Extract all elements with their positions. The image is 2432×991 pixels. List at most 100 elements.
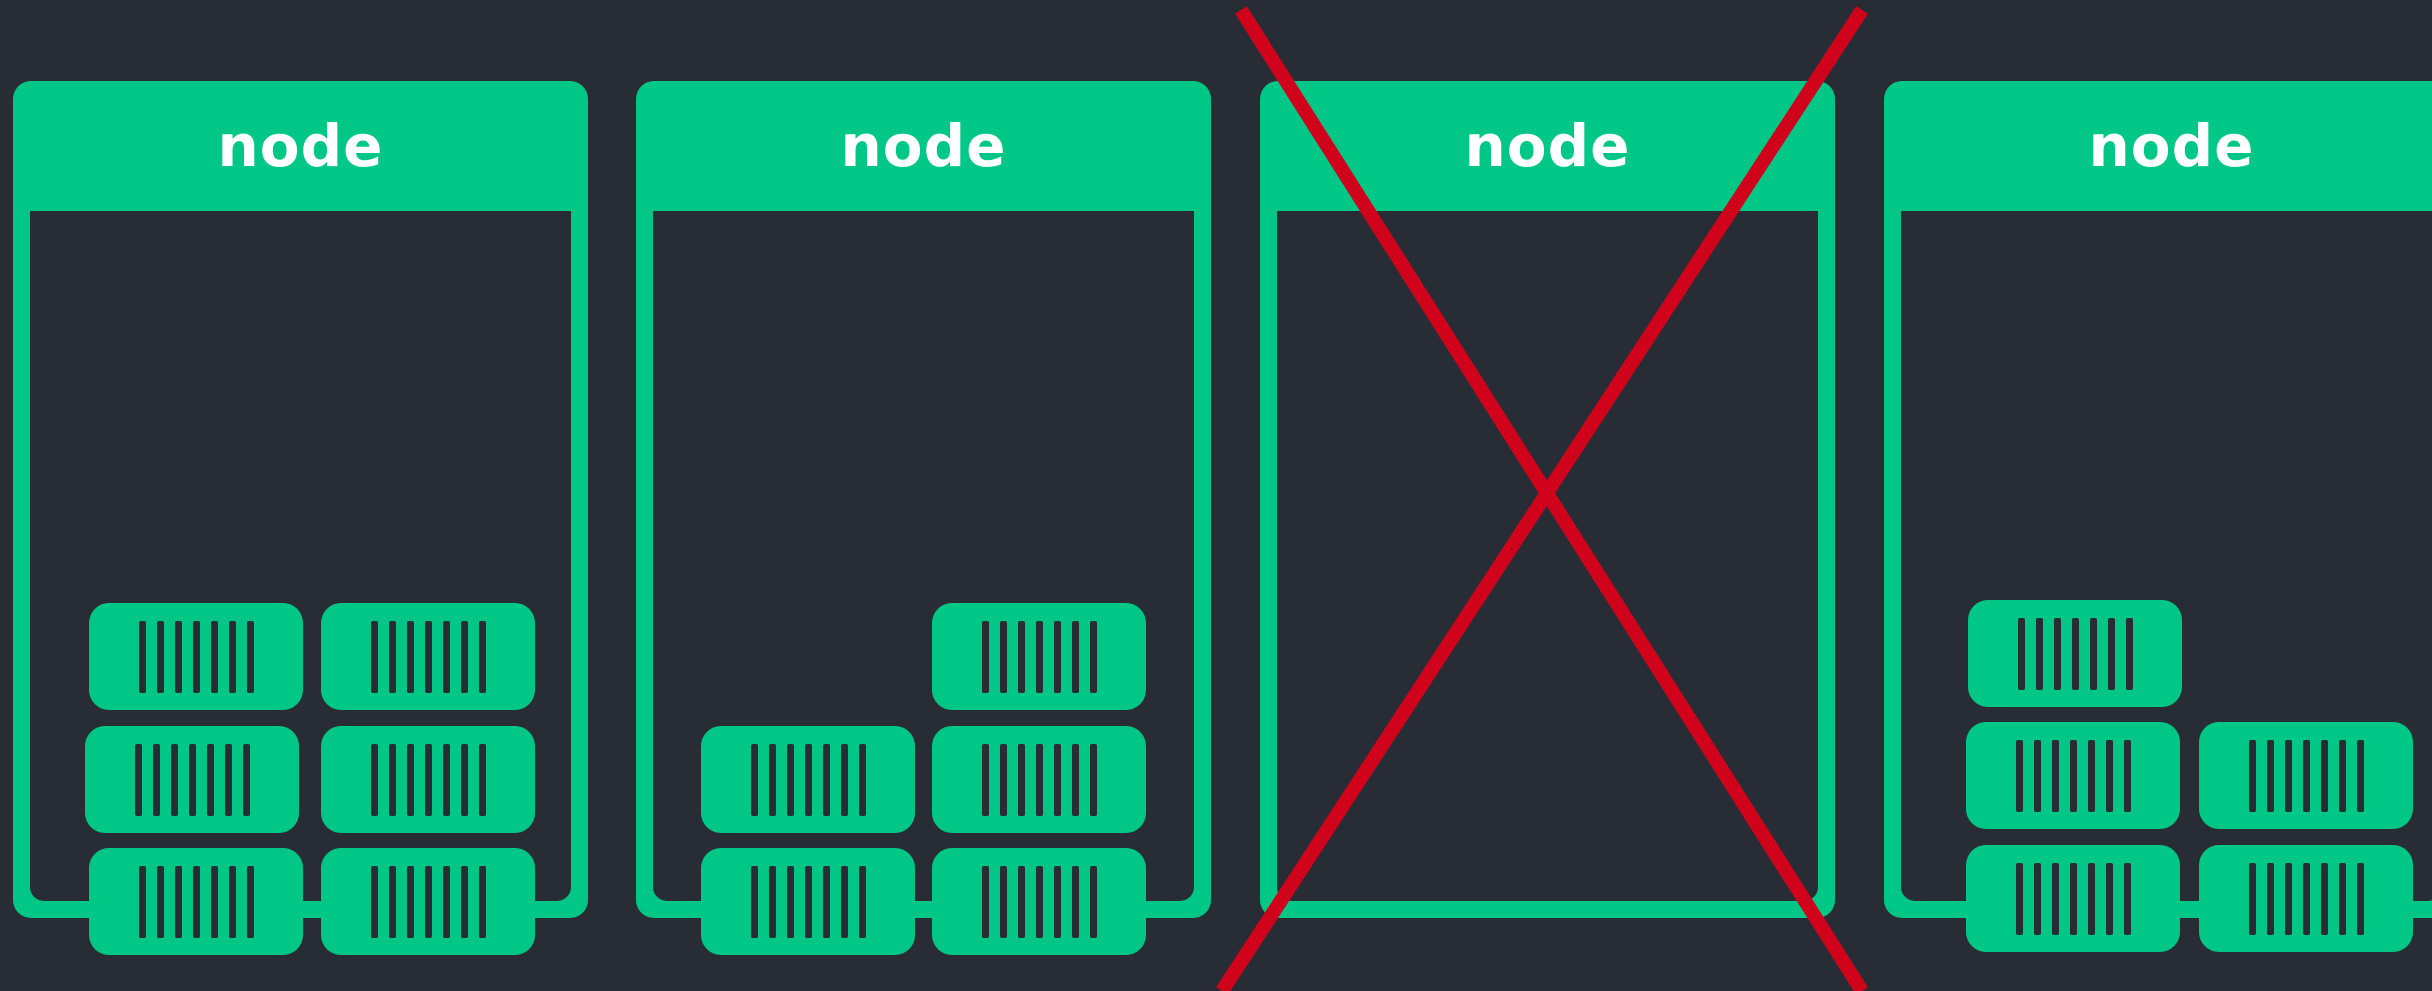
container-slot bbox=[2266, 739, 2274, 812]
container-slot bbox=[1053, 620, 1061, 693]
container-slot bbox=[138, 865, 146, 938]
container-icon bbox=[321, 726, 535, 833]
container-slot bbox=[858, 743, 866, 816]
container-slot bbox=[246, 865, 254, 938]
container-icon bbox=[932, 603, 1146, 710]
container-slot bbox=[210, 865, 218, 938]
container-slot bbox=[370, 620, 378, 693]
container-slot bbox=[388, 743, 396, 816]
container-slot bbox=[2069, 862, 2077, 935]
container-slot bbox=[2069, 739, 2077, 812]
container-slot bbox=[2284, 862, 2292, 935]
container-slot bbox=[2248, 739, 2256, 812]
container-icon bbox=[2199, 722, 2413, 829]
container-icon bbox=[321, 603, 535, 710]
container-slot bbox=[224, 743, 232, 816]
container-slot bbox=[388, 865, 396, 938]
container-slot bbox=[1071, 620, 1079, 693]
container-slot bbox=[2338, 739, 2346, 812]
container-slot bbox=[2302, 862, 2310, 935]
container-slot bbox=[786, 743, 794, 816]
container-slot bbox=[1089, 743, 1097, 816]
node-4: node bbox=[1884, 81, 2432, 952]
container-slot bbox=[2053, 617, 2061, 690]
container-slot bbox=[2087, 739, 2095, 812]
container-slot bbox=[388, 620, 396, 693]
container-slot bbox=[1071, 743, 1079, 816]
container-icon bbox=[89, 848, 303, 955]
container-slot bbox=[406, 620, 414, 693]
container-slot bbox=[2320, 739, 2328, 812]
container-slot bbox=[2015, 739, 2023, 812]
container-slot bbox=[1035, 865, 1043, 938]
container-slot bbox=[192, 865, 200, 938]
container-slot bbox=[460, 743, 468, 816]
container-slot bbox=[822, 865, 830, 938]
container-slot bbox=[750, 865, 758, 938]
container-icon bbox=[701, 726, 915, 833]
container-slot bbox=[2015, 862, 2023, 935]
container-slot bbox=[768, 865, 776, 938]
container-slot bbox=[981, 865, 989, 938]
container-slot bbox=[2035, 617, 2043, 690]
container-slot bbox=[786, 865, 794, 938]
container-slot bbox=[174, 620, 182, 693]
container-slot bbox=[2123, 739, 2131, 812]
container-slot bbox=[228, 865, 236, 938]
container-slot bbox=[2051, 739, 2059, 812]
container-slot bbox=[804, 865, 812, 938]
container-slot bbox=[242, 743, 250, 816]
container-slot bbox=[2087, 862, 2095, 935]
container-slot bbox=[804, 743, 812, 816]
container-slot bbox=[999, 620, 1007, 693]
container-slot bbox=[1089, 620, 1097, 693]
container-slot bbox=[1017, 620, 1025, 693]
container-slot bbox=[1053, 865, 1061, 938]
container-slot bbox=[2051, 862, 2059, 935]
container-icon bbox=[1966, 845, 2180, 952]
container-slot bbox=[460, 620, 468, 693]
container-slot bbox=[442, 620, 450, 693]
container-slot bbox=[840, 865, 848, 938]
container-slot bbox=[246, 620, 254, 693]
container-slot bbox=[442, 865, 450, 938]
container-slot bbox=[2089, 617, 2097, 690]
container-slot bbox=[1035, 743, 1043, 816]
container-slot bbox=[1071, 865, 1079, 938]
container-icon bbox=[2199, 845, 2413, 952]
node-title: node bbox=[840, 112, 1007, 180]
container-icon bbox=[1966, 722, 2180, 829]
container-slot bbox=[822, 743, 830, 816]
container-slot bbox=[2033, 862, 2041, 935]
container-slot bbox=[981, 743, 989, 816]
container-slot bbox=[424, 865, 432, 938]
container-slot bbox=[2017, 617, 2025, 690]
container-slot bbox=[2105, 862, 2113, 935]
container-slot bbox=[2033, 739, 2041, 812]
container-slot bbox=[2356, 862, 2364, 935]
container-slot bbox=[999, 865, 1007, 938]
container-slot bbox=[981, 620, 989, 693]
container-slot bbox=[370, 865, 378, 938]
container-icon bbox=[932, 848, 1146, 955]
container-slot bbox=[138, 620, 146, 693]
container-slot bbox=[210, 620, 218, 693]
container-slot bbox=[2123, 862, 2131, 935]
container-slot bbox=[2071, 617, 2079, 690]
container-slot bbox=[1017, 865, 1025, 938]
container-slot bbox=[174, 865, 182, 938]
node-3-removed: node bbox=[1260, 81, 1835, 918]
container-slot bbox=[2248, 862, 2256, 935]
container-slot bbox=[2266, 862, 2274, 935]
container-icon bbox=[701, 848, 915, 955]
container-slot bbox=[2338, 862, 2346, 935]
node-1: node bbox=[13, 81, 588, 955]
container-slot bbox=[750, 743, 758, 816]
node-title: node bbox=[1464, 112, 1631, 180]
container-slot bbox=[478, 865, 486, 938]
container-slot bbox=[370, 743, 378, 816]
container-slot bbox=[2284, 739, 2292, 812]
container-slot bbox=[2125, 617, 2133, 690]
container-slot bbox=[2105, 739, 2113, 812]
